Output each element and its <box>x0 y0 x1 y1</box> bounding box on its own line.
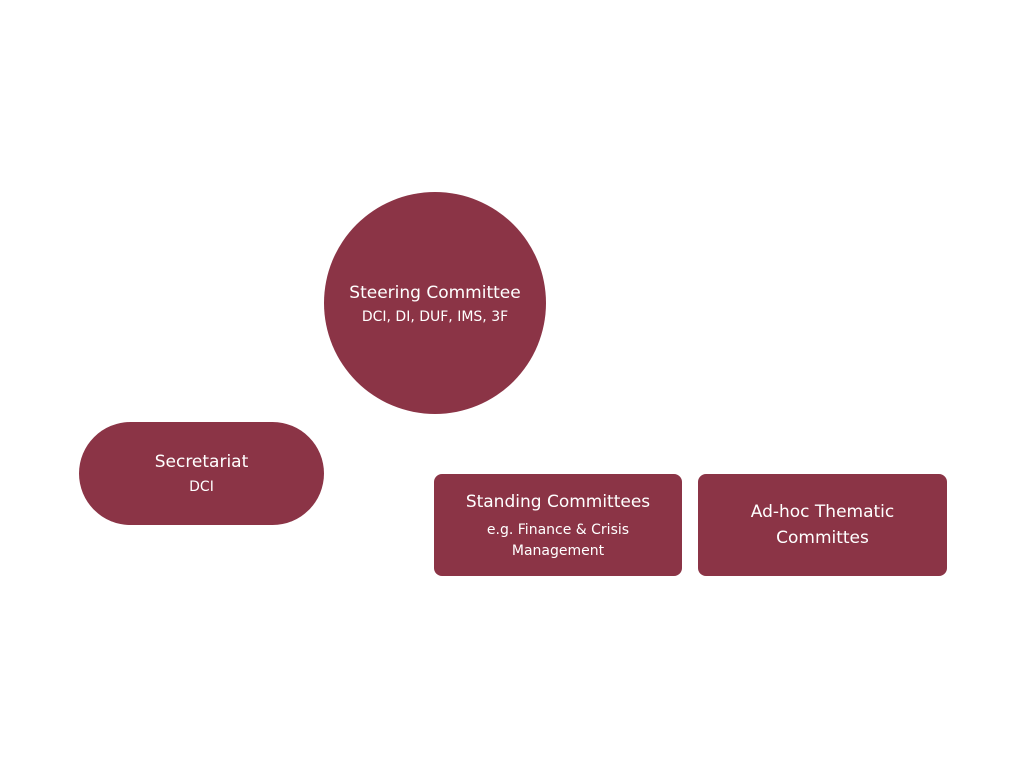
secretariat-title: Secretariat <box>154 452 249 472</box>
steering-committee-title: Steering Committee <box>349 283 521 303</box>
secretariat-members: DCI <box>189 479 214 495</box>
standing-committees-title: Standing Committees <box>465 491 651 512</box>
adhoc-thematic-committees-title: Ad-hoc Thematic Committes <box>750 502 895 548</box>
adhoc-thematic-committees-node: Ad-hoc Thematic Committes <box>698 474 947 576</box>
steering-committee-members: DCI, DI, DUF, IMS, 3F <box>361 309 509 325</box>
standing-committees-example: e.g. Finance & Crisis Management <box>486 521 630 559</box>
steering-committee-node: Steering Committee DCI, DI, DUF, IMS, 3F <box>324 192 546 414</box>
standing-committees-node: Standing Committees e.g. Finance & Crisi… <box>434 474 682 576</box>
secretariat-node: Secretariat DCI <box>79 422 324 525</box>
